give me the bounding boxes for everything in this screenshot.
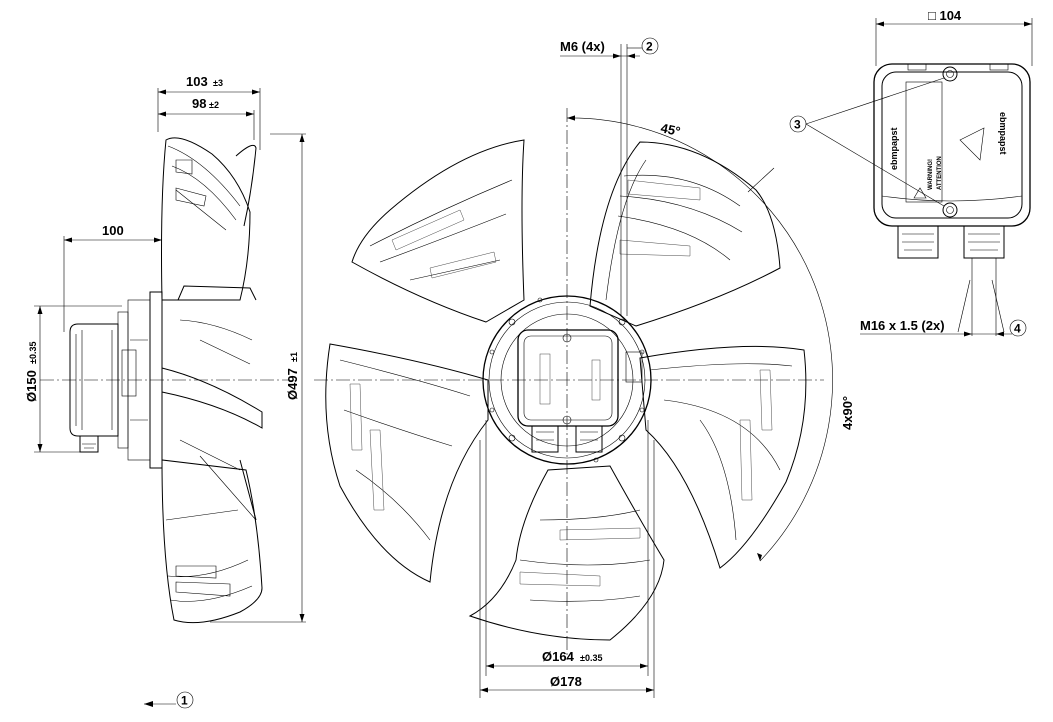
dim-103: 103 — [186, 74, 208, 89]
callout-3: 3 — [794, 118, 801, 132]
dim-d178: Ø178 — [550, 674, 582, 689]
dim-d150: Ø150 — [24, 370, 39, 402]
callout-1: 1 — [181, 694, 188, 708]
side-view: 103 ±3 98 ±2 100 Ø150 ±0.35 Ø497 ±1 1 — [24, 74, 306, 709]
hub-bolts — [489, 297, 645, 463]
front-view: 45° 4x90° — [314, 37, 855, 698]
dim-98-tol: ±2 — [209, 100, 219, 110]
angle-45: 45° — [659, 120, 681, 139]
box-brand-left: ebmpapst — [889, 127, 899, 170]
box-brand-right: ebmpapst — [998, 112, 1008, 155]
callout-2: 2 — [646, 40, 653, 54]
dim-d497: Ø497 — [285, 368, 300, 400]
box-attention: ATTENTION — [937, 156, 943, 190]
dim-m6: M6 (4x) — [560, 39, 605, 54]
dim-box-104: □ 104 — [928, 8, 962, 23]
logo-icon — [959, 127, 985, 161]
dim-103-tol: ±3 — [213, 78, 223, 88]
angle-4x90: 4x90° — [840, 396, 855, 430]
dim-d497-tol: ±1 — [289, 352, 299, 362]
fan-blades — [325, 139, 807, 641]
dim-98: 98 — [192, 96, 206, 111]
dim-d164-tol: ±0.35 — [580, 653, 602, 663]
box-warning: WARNING! — [928, 159, 934, 190]
terminal-box-view: □ 104 WARNING! ATTENTION ebmpapst ebmpap… — [789, 8, 1033, 337]
dim-d150-tol: ±0.35 — [28, 342, 38, 364]
callout-4: 4 — [1014, 322, 1021, 336]
dim-100: 100 — [102, 223, 124, 238]
dim-d164: Ø164 — [542, 649, 575, 664]
dim-m16: M16 x 1.5 (2x) — [860, 318, 945, 333]
